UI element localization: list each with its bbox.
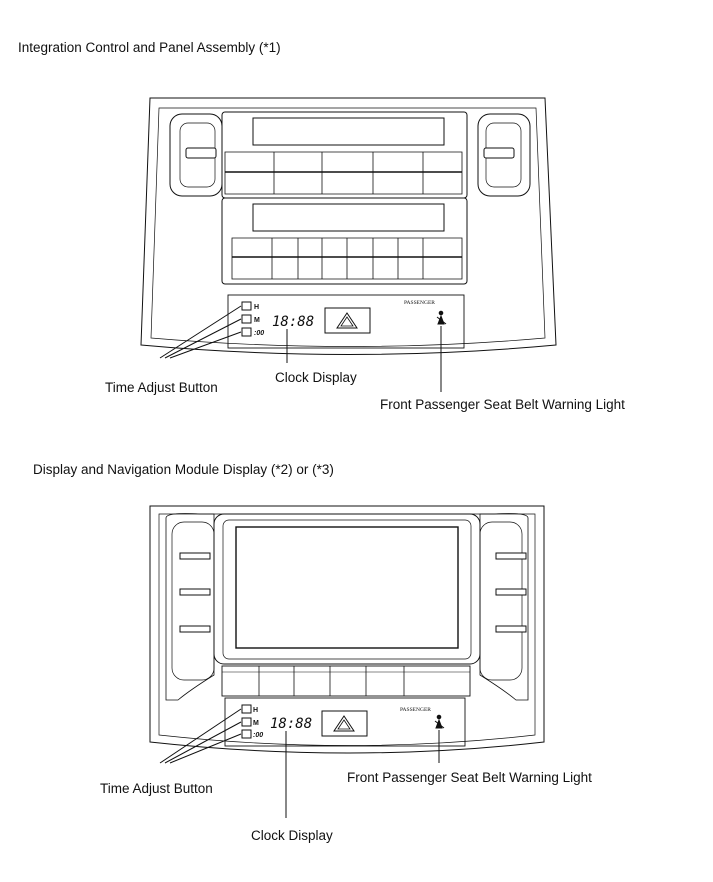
panel1-seatbelt-callout: Front Passenger Seat Belt Warning Light: [380, 397, 625, 412]
panel2-clock-callout: Clock Display: [251, 828, 333, 843]
section1-title: Integration Control and Panel Assembly (…: [18, 40, 281, 55]
panel1-m-button: [241, 314, 252, 324]
panel2-right-vent: [479, 513, 529, 701]
panel1-00-label: :00: [254, 330, 264, 337]
panel1-passenger-label: PASSENGER: [404, 300, 435, 306]
panel2-seatbelt-callout: Front Passenger Seat Belt Warning Light: [347, 770, 592, 785]
section2-title: Display and Navigation Module Display (*…: [33, 462, 334, 477]
panel2-button-row: [221, 665, 471, 697]
panel1-climate-unit: [221, 197, 468, 285]
panel2-passenger-label: PASSENGER: [400, 707, 431, 713]
panel1-m-label: M: [254, 317, 260, 324]
panel1-00-button: [241, 327, 252, 337]
panel1-seatbelt-icon: [436, 310, 447, 325]
panel2-clock-readout: 18:88: [270, 716, 312, 732]
panel1-inner-bezel: [150, 107, 546, 347]
panel1-clock-callout: Clock Display: [275, 370, 357, 385]
panel1-climate-display: [252, 203, 445, 232]
panel1-hazard-button: [324, 307, 371, 334]
panel1-h-label: H: [254, 304, 259, 311]
panel2-h-button: [241, 704, 252, 714]
panel1-lower-strip: [227, 294, 465, 349]
panel2-outer-bezel: [149, 505, 545, 754]
panel1-audio-display: [252, 117, 445, 146]
panel2-00-button: [241, 729, 252, 739]
panel1-right-vent: [477, 113, 531, 197]
panel2-screen: [235, 526, 459, 649]
panel2-00-label: :00: [253, 732, 263, 739]
panel2-leader-lines: [159, 708, 440, 818]
panel2-m-label: M: [253, 720, 259, 727]
panel2-h-label: H: [253, 707, 258, 714]
panel1-outer-bezel: [140, 97, 557, 355]
panel2-seatbelt-icon: [434, 714, 445, 729]
panel2-m-button: [241, 717, 252, 727]
panel2-left-vent: [165, 513, 215, 701]
panel2-hazard-button: [321, 710, 368, 737]
panel2-screen-frame: [213, 513, 481, 665]
integration-panel-figure: [140, 97, 557, 355]
panel1-h-button: [241, 301, 252, 311]
panel1-audio-unit: [221, 111, 468, 199]
navigation-module-figure: [149, 505, 545, 754]
panel1-leader-lines: [159, 305, 442, 392]
panel1-clock-readout: 18:88: [272, 314, 314, 330]
panel1-time-adjust-callout: Time Adjust Button: [105, 380, 218, 395]
panel2-lower-strip: [224, 697, 466, 747]
panel2-time-adjust-callout: Time Adjust Button: [100, 781, 213, 796]
